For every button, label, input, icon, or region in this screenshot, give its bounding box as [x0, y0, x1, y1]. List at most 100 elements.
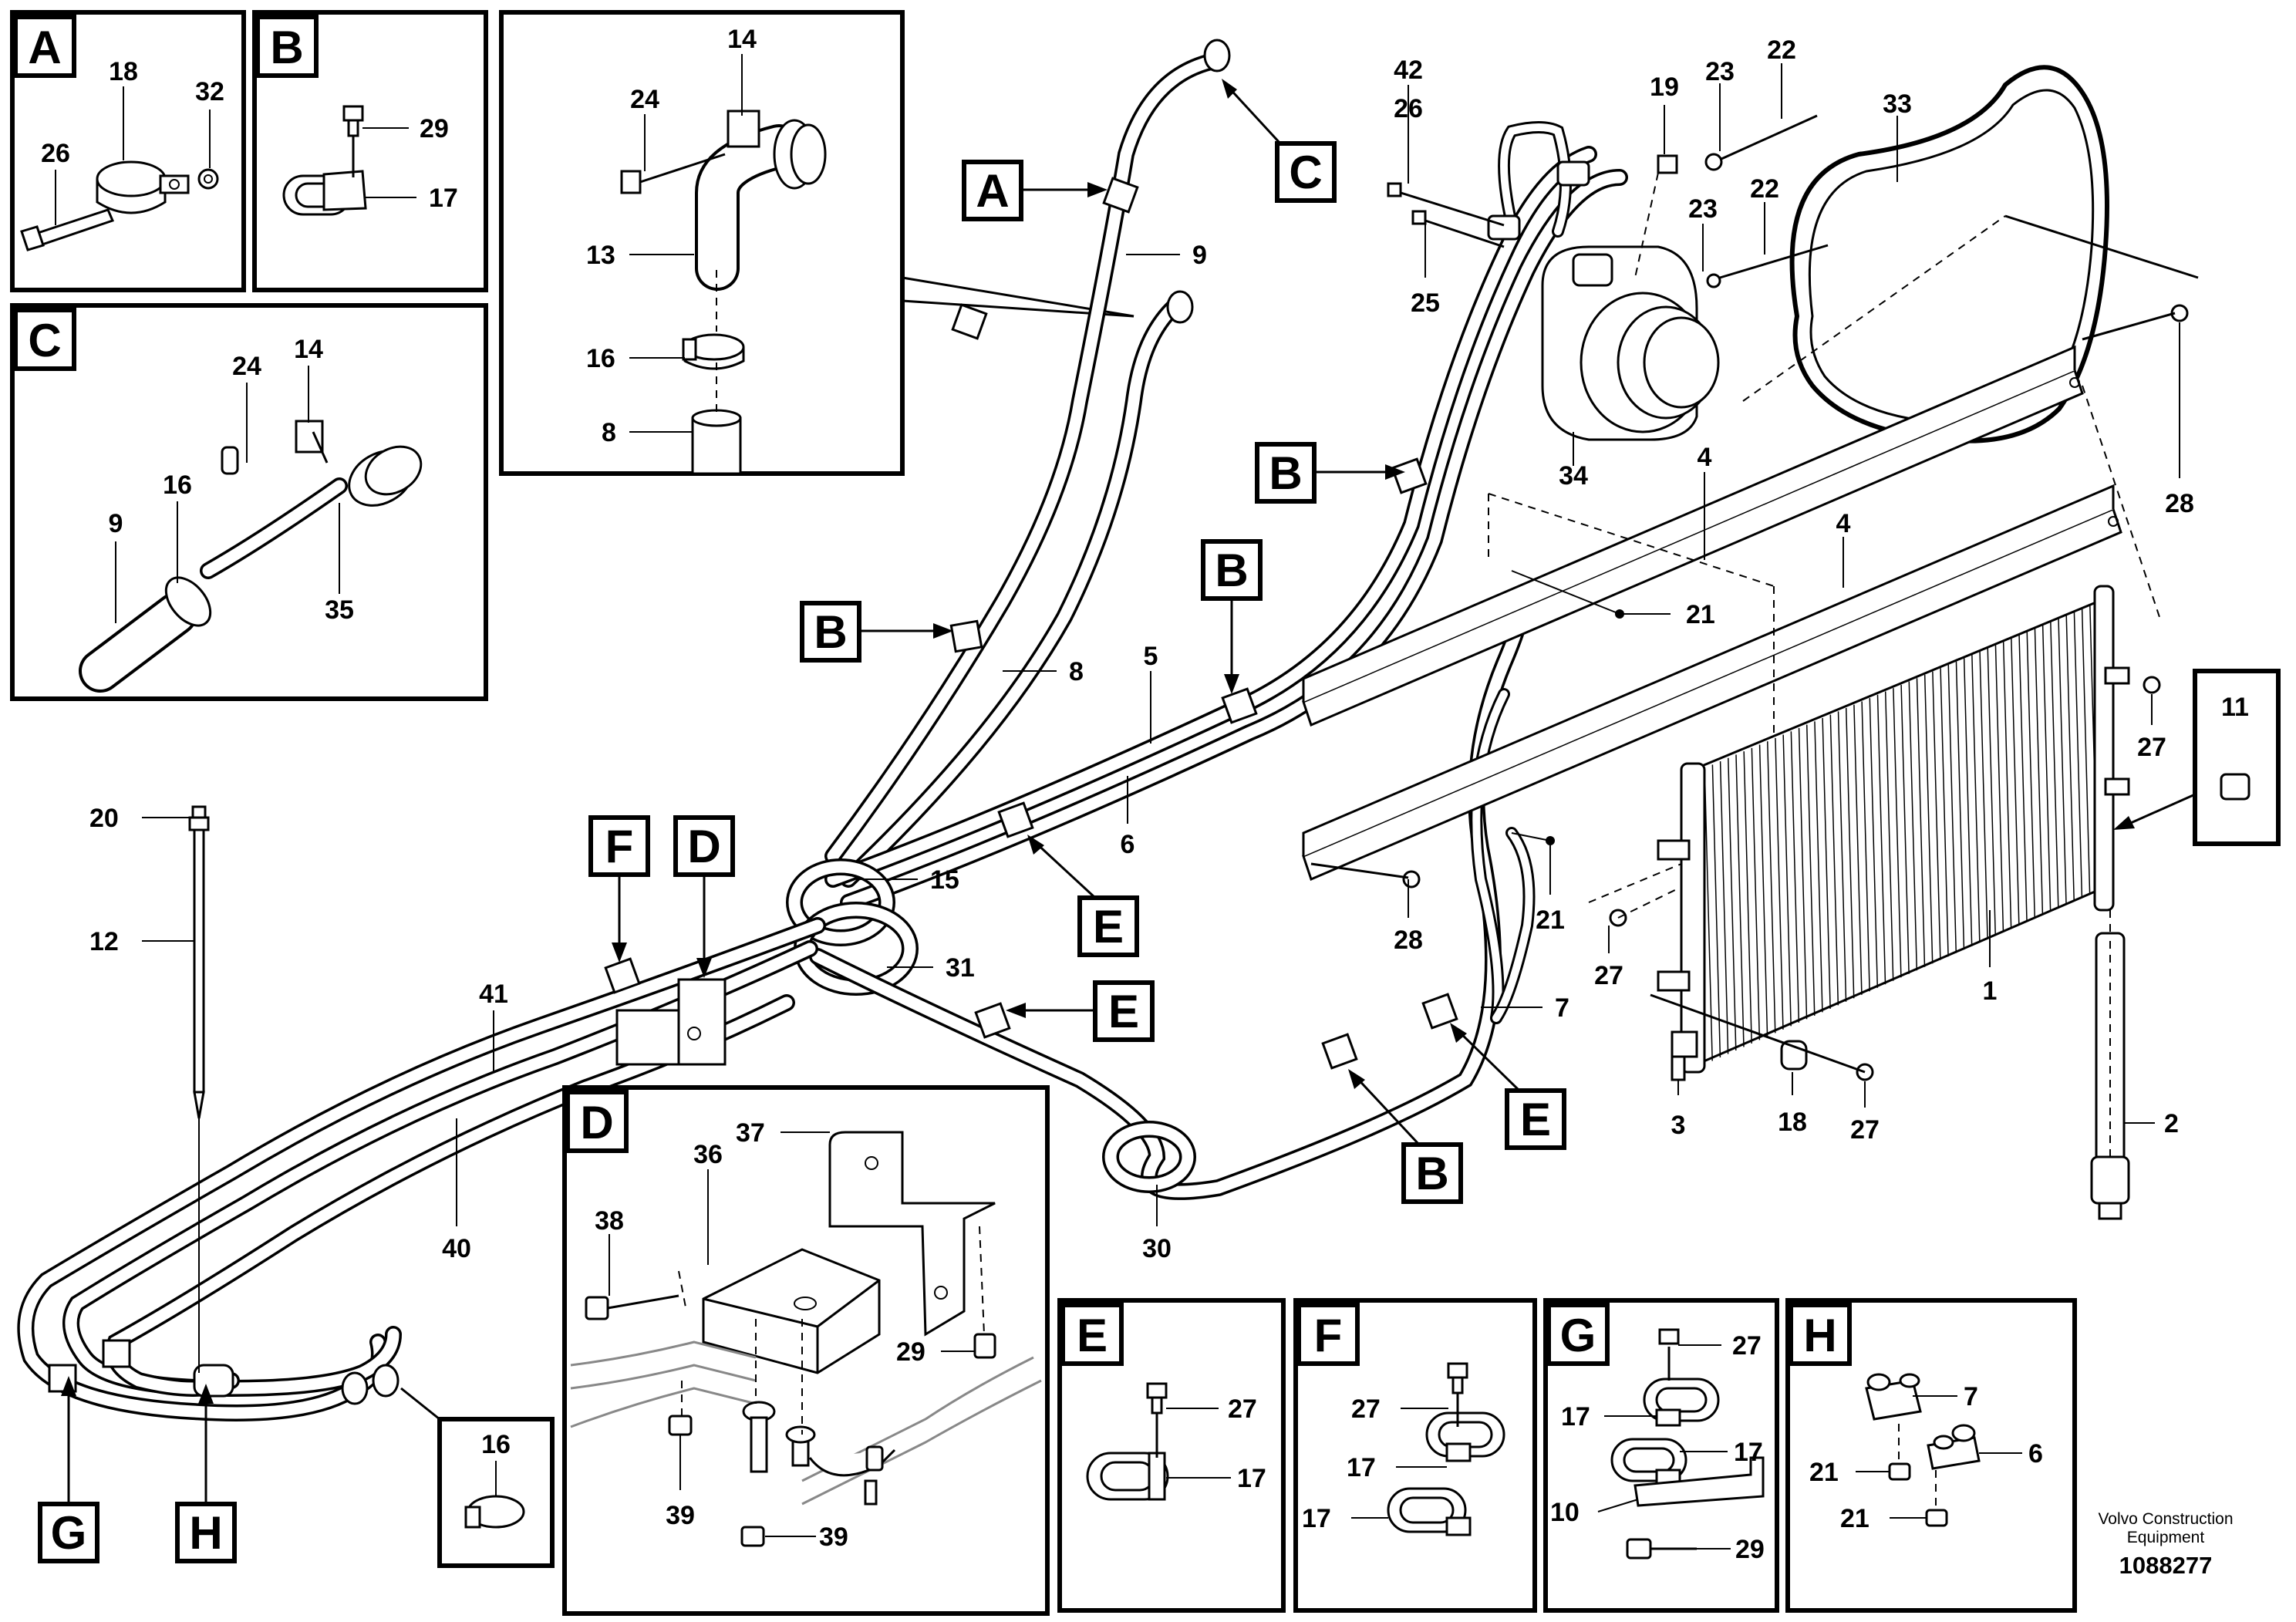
- hose-routing: [17, 39, 1628, 1421]
- callout-26-main: 26: [1394, 94, 1423, 123]
- condenser-fin: [1947, 664, 1957, 953]
- callout-4-upper: 4: [1698, 443, 1712, 472]
- tag-g: G: [51, 1507, 87, 1559]
- condenser-fin: [1837, 711, 1847, 1002]
- condenser-fin: [1845, 708, 1855, 999]
- condenser-fin: [1719, 761, 1729, 1054]
- callout-17-f-upper: 17: [1347, 1453, 1376, 1482]
- condenser-fin: [1758, 744, 1768, 1037]
- callout-3: 3: [1671, 1111, 1686, 1140]
- callout-21-h-upper: 21: [1809, 1458, 1839, 1487]
- detail-panel-hose-fitting: 14 24 13 16 8: [499, 10, 1135, 476]
- condenser-fin: [2002, 641, 2012, 929]
- condenser-fin: [2065, 615, 2075, 902]
- condenser-fin: [1782, 734, 1792, 1027]
- callout-15: 15: [930, 865, 959, 895]
- location-tags: A C B B B B E E: [38, 79, 2281, 1563]
- condenser-fin: [1908, 681, 1918, 971]
- callout-33: 33: [1883, 89, 1912, 119]
- compressor-part: [1487, 121, 1720, 441]
- callout-7-main: 7: [1555, 993, 1569, 1023]
- condenser-fin: [1743, 751, 1752, 1044]
- clamp-part: [20, 160, 219, 251]
- callout-30: 30: [1142, 1234, 1172, 1263]
- detail-label-h: H: [1803, 1310, 1836, 1361]
- detail-panel-h: H 7 6 21 21: [1785, 1298, 2077, 1613]
- condenser-fin: [1979, 651, 1988, 939]
- detail-label-e: E: [1077, 1310, 1108, 1361]
- compressor-bolts: [1387, 114, 1829, 288]
- tag-c: C: [1289, 147, 1322, 198]
- callout-27-right: 27: [2137, 733, 2166, 762]
- condenser-fin: [1940, 668, 1949, 957]
- condenser-fin: [1994, 645, 2004, 932]
- detail-label-f: F: [1314, 1310, 1343, 1361]
- condenser-fin: [1814, 721, 1823, 1013]
- callout-41: 41: [479, 980, 508, 1009]
- callout-36: 36: [693, 1140, 723, 1169]
- condenser-fin: [2041, 625, 2052, 912]
- callout-13: 13: [586, 241, 615, 270]
- callout-31: 31: [946, 953, 975, 983]
- callout-27-left: 27: [1594, 961, 1623, 990]
- tag-e-right: E: [1520, 1094, 1551, 1145]
- callout-8-main: 8: [1069, 657, 1084, 686]
- callout-1: 1: [1983, 976, 1998, 1006]
- callout-39-right: 39: [819, 1523, 848, 1552]
- callout-5: 5: [1144, 642, 1158, 671]
- tag-e-mid: E: [1093, 901, 1124, 953]
- hose-connection-part: [79, 420, 423, 693]
- callout-26: 26: [41, 139, 70, 168]
- condenser-fin: [1798, 727, 1808, 1020]
- callout-22: 22: [1767, 35, 1796, 65]
- detail-panel-clamp-16: 16: [400, 1387, 555, 1568]
- callout-40: 40: [442, 1234, 471, 1263]
- callout-24: 24: [232, 352, 261, 381]
- condenser-part: [1310, 304, 2250, 1220]
- callout-6-h: 6: [2028, 1439, 2043, 1469]
- condenser-fin: [1751, 747, 1761, 1040]
- callout-28-mid: 28: [1394, 926, 1423, 955]
- condenser-fin: [2058, 618, 2067, 905]
- callout-11: 11: [2221, 693, 2249, 722]
- condenser-fin: [1987, 648, 1997, 936]
- detail-panel-b: B 29 17: [252, 10, 488, 292]
- callout-9-main: 9: [1192, 241, 1207, 270]
- tag-b-left: B: [814, 606, 847, 658]
- callout-19: 19: [1650, 73, 1679, 102]
- callout-14-fitting: 14: [727, 25, 757, 54]
- callout-23: 23: [1705, 57, 1735, 86]
- condenser-fin: [2026, 631, 2035, 919]
- callout-16-clamp: 16: [481, 1430, 511, 1459]
- detail-label-b: B: [270, 22, 303, 73]
- callout-32: 32: [195, 77, 224, 106]
- callout-28-right: 28: [2165, 489, 2194, 518]
- condenser-fin: [1805, 724, 1816, 1016]
- callout-29: 29: [420, 114, 449, 143]
- detail-panel-d: D: [562, 1085, 1050, 1616]
- condenser-fin: [1704, 767, 1713, 1061]
- detail-panel-d-callouts: 37 36 38 29 39 39: [595, 1118, 975, 1552]
- callout-27-e: 27: [1228, 1394, 1257, 1424]
- condenser-fin: [2050, 621, 2059, 909]
- condenser-fin: [1971, 654, 1981, 943]
- callout-27-f: 27: [1351, 1394, 1381, 1424]
- callout-17-g-left: 17: [1561, 1402, 1590, 1431]
- callout-29-g: 29: [1735, 1535, 1765, 1564]
- condenser-fin: [1790, 731, 1800, 1023]
- drawing-number: 1088277: [2119, 1552, 2213, 1579]
- tag-d: D: [687, 821, 720, 872]
- condenser-fin: [2034, 628, 2044, 916]
- main-callouts: 9 8 5 6 15 31 41 40 30 7 20 12 42 26 25 …: [89, 35, 2249, 1263]
- condenser-fin: [1923, 674, 1934, 964]
- condenser-fin: [1711, 764, 1721, 1058]
- detail-panel-a: A 18 32 26: [10, 10, 246, 292]
- callout-17-e: 17: [1237, 1464, 1266, 1493]
- condenser-fin: [1932, 671, 1941, 960]
- detail-panel-f: F 27 17 17: [1293, 1298, 1537, 1613]
- hose-fitting-part: [620, 110, 827, 475]
- callout-18-main: 18: [1778, 1108, 1807, 1137]
- detail-label-c: C: [28, 315, 61, 366]
- condenser-fin: [1775, 737, 1784, 1030]
